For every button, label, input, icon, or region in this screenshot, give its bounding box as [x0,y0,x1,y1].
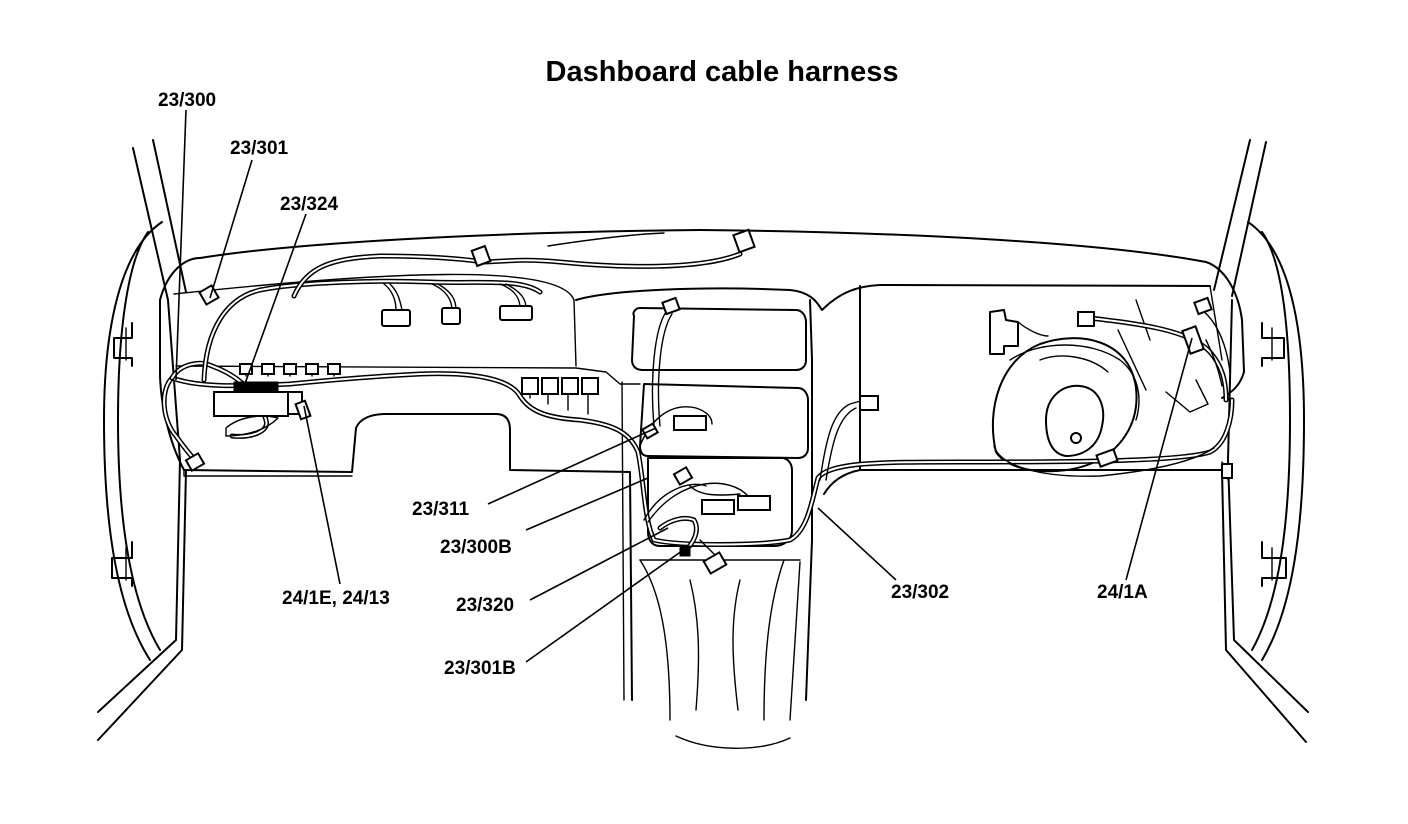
leader-23-300 [175,109,187,381]
label-24-1e-24-13: 24/1E, 24/13 [282,588,390,609]
leader-23-324 [241,213,307,393]
harness-clip [225,415,279,437]
leader-23-301 [209,159,253,299]
central-electronic-unit [213,391,289,417]
cluster-connector-3 [499,305,533,321]
centre-connector-2 [541,377,559,395]
fuse-connector-1 [239,363,253,375]
leader-24-1e [303,405,341,585]
cluster-connector-1 [381,309,411,327]
leader-23-311 [487,427,657,505]
callout-labels: 23/300 23/301 23/324 23/311 23/300B 23/3… [158,90,1148,679]
centre-right-connector [859,395,879,411]
climate-connector-1 [701,499,735,515]
central-unit-plug [233,381,279,393]
centre-connector-1 [521,377,539,395]
radio-connector [673,415,707,431]
gear-connector-2 [702,551,728,575]
leader-23-302 [817,507,897,581]
label-23-300: 23/300 [158,90,216,111]
leader-23-320 [529,527,669,601]
label-23-311: 23/311 [412,499,469,520]
a-pillar-connector-right [1193,296,1213,316]
cable-harness [161,251,1235,561]
label-23-324: 23/324 [280,194,339,215]
blower-connector [1077,311,1095,327]
fuse-connector-5 [327,363,341,375]
centre-connector-3 [561,377,579,395]
right-kick-connector [1221,463,1233,479]
diagram-title: Dashboard cable harness [545,56,899,88]
blower-lower-connector [1095,448,1119,468]
blower-unit [989,299,1209,473]
leader-23-300b [525,477,649,531]
top-connector-1 [470,244,492,268]
label-23-320: 23/320 [456,595,514,616]
leader-lines [175,109,1193,663]
connectors [184,228,1233,575]
kick-panel-connector [184,451,206,473]
label-23-301: 23/301 [230,138,289,159]
cluster-connector-2 [441,307,461,325]
label-24-1a: 24/1A [1097,582,1148,603]
car-body-outline [97,139,1309,743]
top-connector-2 [732,228,756,254]
fuse-connector-3 [283,363,297,375]
fuse-connector-2 [261,363,275,375]
label-23-300b: 23/300B [440,537,512,558]
centre-connector-4 [581,377,599,395]
label-23-302: 23/302 [891,582,949,603]
gear-connector-1 [679,545,691,557]
airbag-connector [1181,325,1205,355]
relay-connector [294,399,312,421]
leader-23-301b [525,547,687,663]
leader-24-1a [1125,337,1193,581]
climate-connector-2 [737,495,771,511]
label-23-301b: 23/301B [444,658,516,679]
dashboard-panel [159,229,1245,749]
climate-connector-small [672,465,694,487]
blower-motor-hub-icon [1070,432,1082,444]
a-pillar-connector-left [198,284,220,306]
fuse-connector-4 [305,363,319,375]
vent-connector [661,296,681,316]
